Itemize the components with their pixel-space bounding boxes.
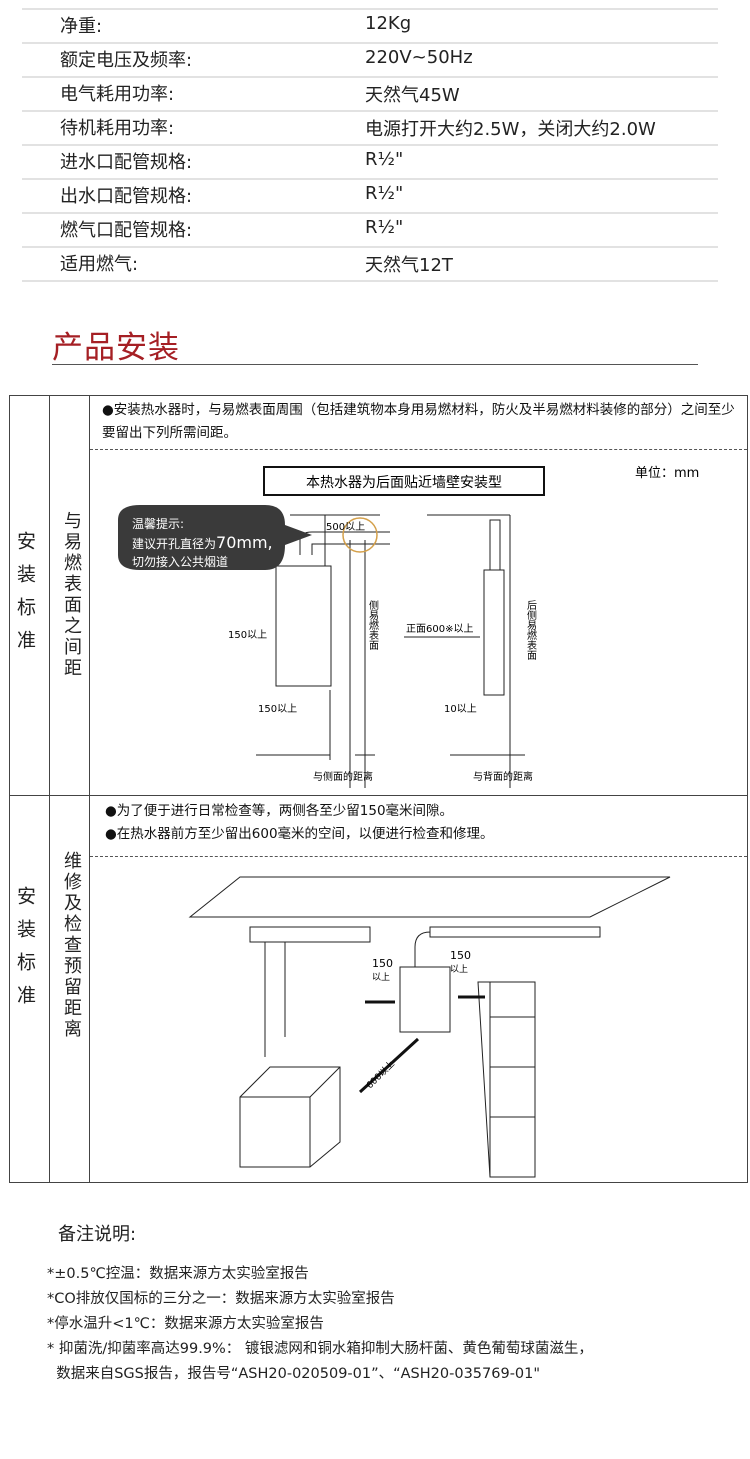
diagram-header-box [263, 466, 545, 496]
spec-row: 电气耗用功率: 天然气45W [22, 76, 718, 112]
spec-row: 燃气口配管规格: R½" [22, 212, 718, 248]
title-divider [52, 364, 698, 365]
side-view [256, 514, 390, 788]
side-surface-label: 侧易燃表面 [367, 599, 379, 651]
rear-view [404, 514, 525, 788]
spec-label: 出水口配管规格: [60, 186, 193, 207]
right-clearance: 150 [450, 949, 471, 962]
spec-label: 进水口配管规格: [60, 152, 193, 173]
spec-label: 适用燃气: [60, 254, 139, 275]
install-note: ●安装热水器时，与易燃表面周围（包括建筑物本身用易燃材料，防火及半易燃材料装修的… [102, 402, 735, 441]
left-clearance-unit: 以上 [372, 972, 390, 983]
tip-line2: 切勿接入公共烟道 [132, 554, 228, 569]
rear-surface-label: 后侧易燃表面 [525, 600, 537, 661]
caption-rear: 与背面的距离 [473, 770, 533, 783]
tip-bubble [118, 505, 312, 570]
spec-label: 额定电压及频率: [60, 50, 193, 71]
notes-title: 备注说明: [58, 1224, 137, 1245]
spec-value: 天然气45W [365, 85, 460, 106]
front-clearance: 600以上 [364, 1058, 397, 1091]
subcategory-label: 维修及检查预留距离 [61, 851, 82, 1040]
caption-side: 与侧面的距离 [313, 770, 373, 783]
note-item: *CO排放仅国标的三分之一：数据来源方太实验室报告 [47, 1291, 395, 1307]
top-clearance: 500以上 [326, 521, 365, 533]
install-note: ●在热水器前方至少留出600毫米的空间，以便进行检查和修理。 [105, 826, 494, 842]
unit-label: 单位：mm [635, 466, 699, 481]
flue-pipe [414, 926, 601, 967]
spec-row: 额定电压及频率: 220V~50Hz [22, 42, 718, 78]
spec-value: 220V~50Hz [365, 47, 473, 68]
spec-row: 适用燃气: 天然气12T [22, 246, 718, 282]
spec-value: 天然气12T [365, 255, 453, 276]
spec-row-cutoff [22, 0, 718, 10]
spec-label: 电气耗用功率: [60, 84, 175, 105]
spec-label: 燃气口配管规格: [60, 220, 193, 241]
spec-value: R½" [365, 183, 404, 204]
row-divider [10, 795, 747, 796]
tip-title: 温馨提示: [132, 516, 184, 531]
spec-value: 12Kg [365, 13, 412, 34]
note-item: 数据来自SGS报告，报告号“ASH20-020509-01”、“ASH20-03… [47, 1366, 541, 1382]
section-title: 产品安装 [52, 330, 180, 366]
window [249, 926, 371, 1057]
front-clearance: 正面600※以上 [406, 623, 473, 635]
tip-line1-prefix: 建议开孔直径为 [132, 537, 216, 551]
install-note: ●为了便于进行日常检查等，两侧各至少留150毫米间隙。 [105, 803, 454, 819]
spec-value: R½" [365, 217, 404, 238]
cabinet [239, 1066, 341, 1168]
spec-row: 净重: 12Kg [22, 8, 718, 44]
dashed-divider [90, 856, 747, 857]
left-clearance: 150以上 [228, 629, 267, 641]
spec-row: 进水口配管规格: R½" [22, 144, 718, 180]
note-item: *±0.5℃控温：数据来源方太实验室报告 [47, 1266, 309, 1282]
vent-highlight [342, 517, 378, 553]
category-label: 安装标准 [14, 886, 36, 1018]
ceiling [188, 876, 671, 918]
spec-label: 待机耗用功率: [60, 118, 175, 139]
right-clearance-unit: 以上 [450, 964, 468, 975]
column-divider [49, 396, 50, 1182]
note-item: *停水温升<1℃：数据来源方太实验室报告 [47, 1316, 324, 1332]
spec-label: 净重: [60, 16, 103, 37]
spec-value: 电源打开大约2.5W，关闭大约2.0W [365, 119, 656, 140]
tip-line1-value: 70mm, [216, 533, 273, 552]
category-label: 安装标准 [14, 531, 36, 663]
clearance-diagram: 本热水器为后面贴近墙壁安装型 单位：mm 温馨提示: 建议开孔直径为70mm, … [118, 466, 699, 788]
dashed-divider [90, 449, 747, 450]
tip-line1: 建议开孔直径为70mm, [132, 533, 273, 552]
column-divider [89, 396, 90, 1182]
install-table: 安装标准 与易燃表面之间距 ●安装热水器时，与易燃表面周围（包括建筑物本身用易燃… [9, 395, 748, 1183]
shelf [477, 981, 536, 1178]
maintenance-diagram: 150 以上 150 以上 600以上 [188, 876, 671, 1178]
left-clearance: 150 [372, 957, 393, 970]
water-heater [399, 966, 451, 1033]
note-item: * 抑菌洗/抑菌率高达99.9%： 镀银滤网和铜水箱抑制大肠杆菌、黄色葡萄球菌滋… [47, 1341, 593, 1357]
spec-row: 待机耗用功率: 电源打开大约2.5W，关闭大约2.0W [22, 110, 718, 146]
spec-row: 出水口配管规格: R½" [22, 178, 718, 214]
diagram-header: 本热水器为后面贴近墙壁安装型 [306, 475, 502, 491]
rear-clearance: 10以上 [444, 703, 477, 715]
clearance-arrows [358, 995, 485, 1094]
side-bottom-clearance: 150以上 [258, 703, 297, 715]
subcategory-label: 与易燃表面之间距 [61, 511, 82, 679]
spec-value: R½" [365, 149, 404, 170]
